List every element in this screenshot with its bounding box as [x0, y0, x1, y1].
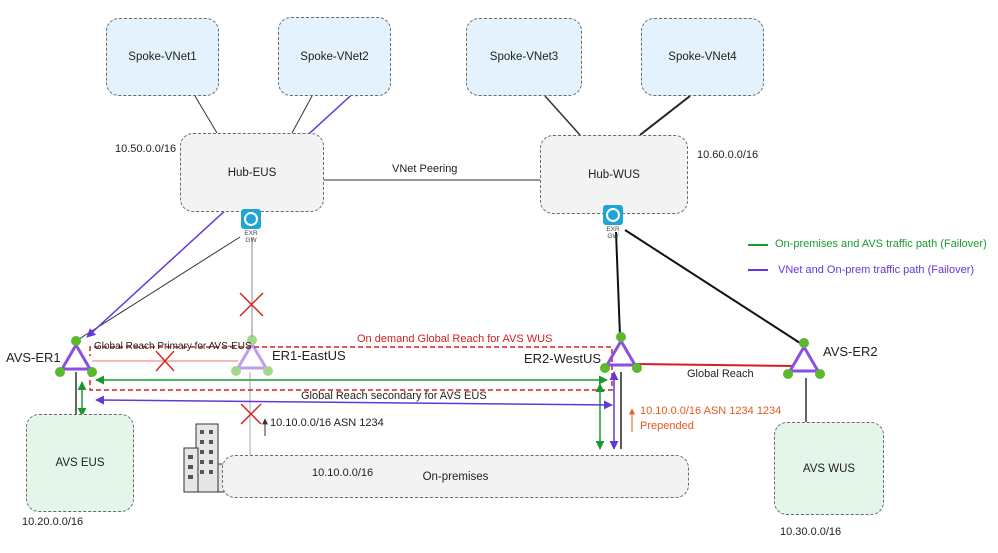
route-prepended-label: Prepended	[640, 420, 694, 432]
hub-wus-label: Hub-WUS	[588, 168, 640, 181]
er1-eastus-label: ER1-EastUS	[272, 348, 346, 363]
avs-wus-label: AVS WUS	[802, 462, 856, 475]
circuit-avs-er1-icon	[55, 336, 97, 377]
path-purple-spoke2-avs-er1	[86, 87, 360, 338]
cidr-hub-eus: 10.50.0.0/16	[115, 143, 177, 155]
link-spoke4-hub-wus	[639, 95, 691, 136]
legend-green-text: On-premises and AVS traffic path (Failov…	[775, 238, 987, 250]
link-gw-wus-avs-er2	[624, 229, 801, 344]
link-gw-wus-er2	[615, 231, 621, 337]
link-global-reach	[635, 363, 795, 367]
route-asn-1234-label: 10.10.0.0/16 ASN 1234	[270, 417, 384, 429]
gr-primary-label: Global Reach Primary for AVS-EUS	[94, 341, 252, 352]
failure-x-er1-onprem	[240, 403, 262, 425]
failure-x-gr-primary	[155, 350, 175, 372]
hub-eus-label: Hub-EUS	[227, 166, 277, 179]
exr-gateway-eus-icon	[241, 209, 261, 229]
avs-eus-label: AVS EUS	[55, 457, 105, 469]
spoke-vnet4-box: Spoke-VNet4	[641, 18, 764, 96]
route-asn-prepended-label: 10.10.0.0/16 ASN 1234 1234	[640, 405, 782, 417]
exr-gateway-wus-label: EXR GW	[606, 226, 620, 240]
link-spoke3-hub-wus	[544, 95, 581, 136]
vnet-peering-label: VNet Peering	[392, 163, 458, 175]
spoke-vnet2-box: Spoke-VNet2	[278, 17, 391, 96]
cidr-hub-wus: 10.60.0.0/16	[697, 149, 759, 161]
spoke-vnet3-label: Spoke-VNet3	[489, 51, 559, 63]
on-premises-box: On-premises	[222, 455, 689, 498]
hub-eus-box: Hub-EUS	[180, 133, 324, 212]
exr-gateway-eus-label: EXR GW	[244, 230, 258, 244]
spoke-vnet1-label: Spoke-VNet1	[128, 51, 197, 63]
avs-wus-box: AVS WUS	[774, 422, 884, 515]
avs-eus-box: AVS EUS	[26, 414, 134, 512]
exr-gateway-wus: EXR GW	[601, 205, 625, 240]
gr-secondary-label: Global Reach secondary for AVS EUS	[301, 390, 487, 402]
link-gr-ondemand	[89, 346, 613, 391]
gr-ondemand-label: On demand Global Reach for AVS WUS	[357, 333, 553, 345]
cidr-onprem: 10.10.0.0/16	[312, 467, 374, 479]
cidr-avs-wus: 10.30.0.0/16	[780, 526, 842, 538]
hub-wus-box: Hub-WUS	[540, 135, 688, 214]
er2-westus-label: ER2-WestUS	[524, 351, 602, 366]
spoke-vnet2-label: Spoke-VNet2	[300, 50, 369, 63]
circuit-avs-er2-icon	[783, 338, 825, 379]
circuit-er2-westus-icon	[600, 332, 642, 373]
on-premises-label: On-premises	[422, 470, 489, 483]
avs-er1-label: AVS-ER1	[6, 350, 61, 365]
legend-purple-text: VNet and On-prem traffic path (Failover)	[778, 264, 975, 276]
spoke-vnet4-label: Spoke-VNet4	[668, 51, 737, 63]
path-purple-avs-er1-er2	[95, 395, 613, 410]
link-spoke2-hub-eus	[291, 95, 313, 134]
link-spoke1-hub-eus	[194, 95, 218, 134]
global-reach-label: Global Reach	[687, 368, 754, 380]
cidr-avs-eus: 10.20.0.0/16	[22, 516, 84, 528]
avs-er2-label: AVS-ER2	[823, 344, 878, 359]
spoke-vnet3-box: Spoke-VNet3	[466, 18, 582, 96]
exr-gateway-wus-icon	[603, 205, 623, 225]
exr-gateway-eus: EXR GW	[239, 209, 263, 244]
circuit-er1-eastus-icon	[231, 335, 273, 376]
spoke-vnet1-box: Spoke-VNet1	[106, 18, 219, 96]
